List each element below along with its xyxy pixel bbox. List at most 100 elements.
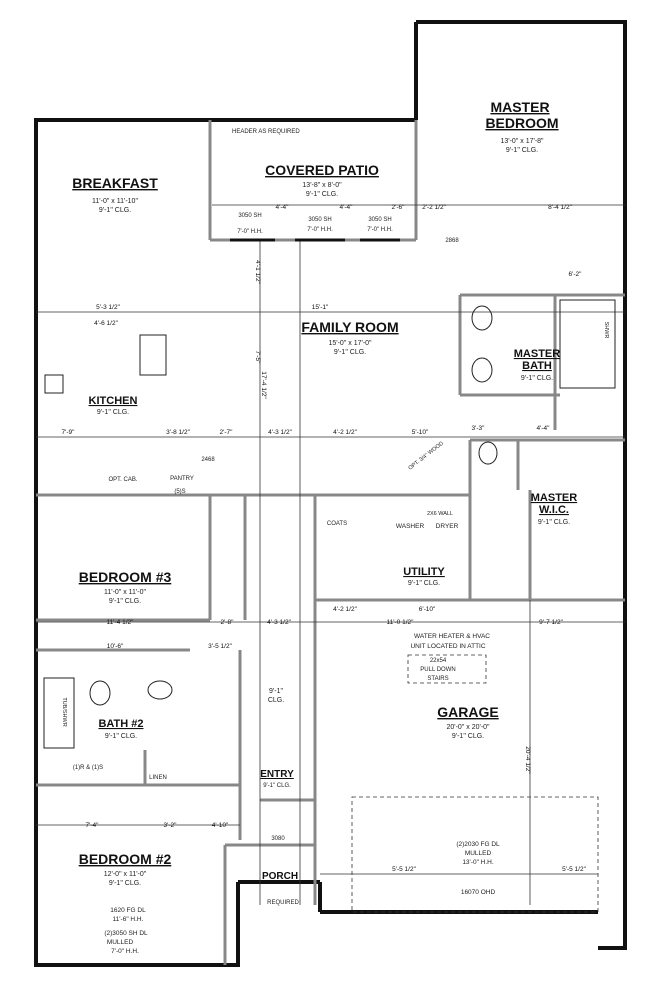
dim-4-6: 4'-6 1/2" <box>94 320 118 327</box>
hall-ceiling-2: CLG. <box>268 697 284 704</box>
bed2-window-2: 11'-6" H.H. <box>113 916 144 923</box>
dim-5-3: 5'-3 1/2" <box>96 304 120 311</box>
dim-15-1: 15'-1" <box>312 304 329 311</box>
bed2-window-5: 7'-0" H.H. <box>111 948 139 955</box>
entry-ceiling: 9'-1" CLG. <box>263 783 291 789</box>
patio-window-height-3: 7'-0" H.H. <box>367 227 393 233</box>
utility-ceiling: 9'-1" CLG. <box>408 580 440 587</box>
interior-walls <box>36 120 625 965</box>
dim-4-4-c: 4'-4" <box>537 425 551 432</box>
bath2-name: BATH #2 <box>98 718 143 730</box>
wh-hvac-note-1: WATER HEATER & HVAC <box>414 633 490 640</box>
garage-dims: 20'-0" x 20'-0" <box>446 724 490 731</box>
room-labels: MASTER BEDROOM 13'-0" x 17'-8" 9'-1" CLG… <box>72 99 577 887</box>
breakfast-name: BREAKFAST <box>72 175 158 191</box>
dim-4-1: 4'-1 1/2" <box>254 260 261 284</box>
utility-name: UTILITY <box>403 566 445 578</box>
garage-door-3: 13'-0" H.H. <box>462 859 494 866</box>
master-bedroom-dims: 13'-0" x 17'-8" <box>500 138 544 145</box>
family-room-dims: 15'-0" x 17'-0" <box>328 340 372 347</box>
dim-7-9: 7'-9" <box>62 429 76 436</box>
bed2-window-1: 1620 FG DL <box>110 907 146 914</box>
tub-shwr-note: TUB/SHWR <box>61 697 67 726</box>
dim-4-10: 4'-10" <box>212 822 229 829</box>
entry-name: ENTRY <box>260 769 294 780</box>
covered-patio-name: COVERED PATIO <box>265 162 379 178</box>
fixtures <box>43 299 616 749</box>
master-wic-ceiling: 9'-1" CLG. <box>538 519 570 526</box>
master-bedroom-name-2: BEDROOM <box>485 115 558 131</box>
dim-2-7: 2'-7" <box>220 429 234 436</box>
dim-5-5-a: 5'-5 1/2" <box>392 866 416 873</box>
dim-9-7: 9'-7 1/2" <box>539 619 563 626</box>
dimension-lines <box>36 204 625 905</box>
master-wic-name-2: W.I.C. <box>539 504 569 516</box>
dim-5-5-b: 5'-5 1/2" <box>562 866 586 873</box>
dim-2-6: 2'-6" <box>392 204 406 211</box>
master-wic-name-1: MASTER <box>531 492 578 504</box>
pull-down-1: 22x54 <box>430 658 447 664</box>
ohd-note: 16070 OHD <box>461 889 496 896</box>
master-bedroom-name-1: MASTER <box>490 99 549 115</box>
dim-6-10: 6'-10" <box>419 606 436 613</box>
dim-4-3-b: 4'-3 1/2" <box>267 619 291 626</box>
kitchen-ceiling: 9'-1" CLG. <box>97 409 129 416</box>
dim-7-5: 7'-5" <box>254 351 261 365</box>
door-2468-note: 2468 <box>201 457 215 463</box>
dim-2-8: 2'-8" <box>221 619 235 626</box>
porch-name: PORCH <box>262 871 298 882</box>
garage-door <box>351 654 599 913</box>
dim-7-4: 7'-4" <box>86 822 100 829</box>
master-bath-name-2: BATH <box>522 360 552 372</box>
dim-2-2: 2'-2 1/2" <box>422 204 446 211</box>
dim-8-4: 8'-4 1/2" <box>548 204 572 211</box>
garage-name: GARAGE <box>437 704 498 720</box>
bedroom3-name: BEDROOM #3 <box>79 569 172 585</box>
dim-4-4-b: 4'-4" <box>340 204 354 211</box>
master-bath-ceiling: 9'-1" CLG. <box>521 375 553 382</box>
dim-11-4: 11'-4 1/2" <box>107 619 135 626</box>
master-bedroom-ceiling: 9'-1" CLG. <box>506 147 538 154</box>
header-note: HEADER AS REQUIRED <box>232 129 300 135</box>
garage-door-2: MULLED <box>465 850 492 857</box>
windows <box>34 20 627 967</box>
family-room-ceiling: 9'-1" CLG. <box>334 349 366 356</box>
dim-3-3: 3'-3" <box>472 425 486 432</box>
pantry-shelves-note: (5)S <box>174 489 185 495</box>
dim-20-4: 20'-4 1/2" <box>524 746 531 774</box>
bedroom3-dims: 11'-0" x 11'-0" <box>104 589 147 596</box>
dim-4-4-a: 4'-4" <box>276 204 290 211</box>
kitchen-name: KITCHEN <box>89 395 138 407</box>
covered-patio-dims: 13'-8" x 8'-0" <box>302 182 342 189</box>
pantry-note: PANTRY <box>170 476 194 482</box>
door-2868-note: 2868 <box>445 238 459 244</box>
patio-window-height-2: 7'-0" H.H. <box>307 227 333 233</box>
notes: HEADER AS REQUIRED 3050 SH 7'-0" H.H. 30… <box>61 129 609 955</box>
opt-cab-note: OPT. CAB. <box>108 477 137 483</box>
hall-ceiling-1: 9'-1" <box>269 688 283 695</box>
bedroom2-ceiling: 9'-1" CLG. <box>109 880 141 887</box>
family-room-name: FAMILY ROOM <box>301 319 398 335</box>
bedroom2-name: BEDROOM #2 <box>79 851 172 867</box>
shelves-note: (1)R & (1)S <box>73 765 103 771</box>
shwr-note: SHWR <box>603 322 609 339</box>
bed2-window-4: MULLED <box>107 939 134 946</box>
breakfast-ceiling: 9'-1" CLG. <box>99 207 131 214</box>
door-3080: 3080 <box>271 836 285 842</box>
dim-5-10: 5'-10" <box>412 429 429 436</box>
covered-patio-ceiling: 9'-1" CLG. <box>306 191 338 198</box>
garage-ceiling: 9'-1" CLG. <box>452 733 484 740</box>
pull-down-3: STAIRS <box>427 676 448 682</box>
dim-3-8: 3'-8 1/2" <box>166 429 190 436</box>
opt-wood-note: OPT. 3/4" WOOD <box>408 441 445 472</box>
dim-3-5: 3'-5 1/2" <box>208 643 232 650</box>
dim-6-2: 6'-2" <box>569 271 583 278</box>
washer-note: WASHER <box>396 523 425 530</box>
dim-3-2: 3'-2" <box>164 822 178 829</box>
bath2-ceiling: 9'-1" CLG. <box>105 733 137 740</box>
wh-hvac-note-2: UNIT LOCATED IN ATTIC <box>410 643 485 650</box>
patio-window-3: 3050 SH <box>368 217 391 223</box>
garage-door-1: (2)2030 FG DL <box>456 841 500 848</box>
master-bath-name-1: MASTER <box>514 348 561 360</box>
